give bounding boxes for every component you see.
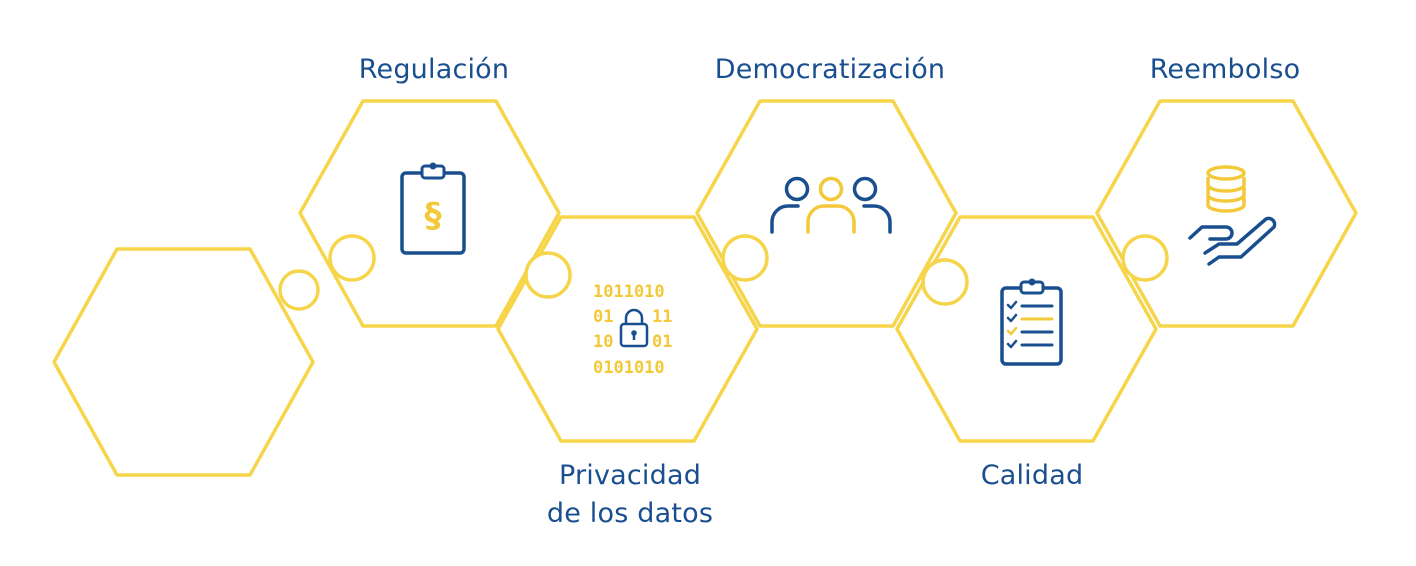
binary-lock-icon: 1011010 01 11 10 01 0101010 [593,282,672,378]
label-regulacion: Regulación [358,54,510,85]
label-privacidad: Privacidad de los datos [547,457,713,533]
connector-tab-1 [278,269,320,311]
hexagon-reembolso [1095,99,1358,328]
binary-row-2-left: 01 [593,307,613,327]
section-symbol: § [425,196,442,236]
connector-tab-4 [721,234,769,282]
label-privacidad-line2: de los datos [546,498,714,529]
label-reembolso: Reembolso [1149,54,1301,85]
hexagon-empty [52,247,315,477]
connector-tab-5 [921,258,969,306]
lock-icon [619,308,649,348]
clipboard-section-icon: § [400,162,466,255]
label-privacidad-line1: Privacidad [558,460,702,491]
people-group-icon [770,176,892,234]
hexagon-calidad [895,215,1158,443]
binary-row-3-left: 10 [593,332,613,352]
connector-tab-2 [328,234,376,282]
coins-hand-icon [1188,165,1277,266]
connector-tab-6 [1121,234,1169,282]
binary-row-4: 0101010 [593,358,665,378]
checklist-clipboard-icon [1000,278,1063,366]
binary-row-3-right: 01 [652,332,672,352]
hexagon-democratizacion [695,99,958,328]
binary-row-1: 1011010 [593,282,665,302]
hexagon-regulacion [298,99,561,328]
connector-tab-3 [524,251,572,299]
hexagon-privacidad [496,215,759,443]
binary-row-2-right: 11 [652,307,672,327]
label-calidad: Calidad [980,460,1084,491]
label-democratizacion: Democratización [714,54,946,85]
